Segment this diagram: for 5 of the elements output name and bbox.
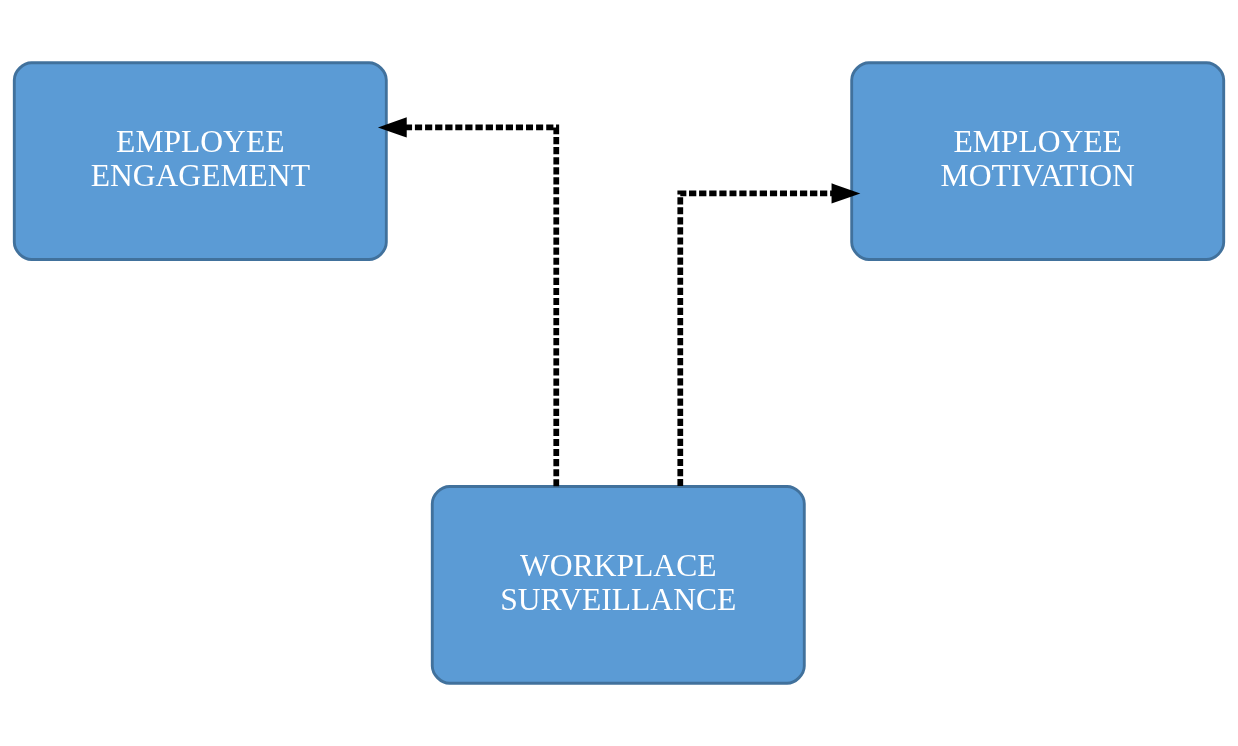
node-box: EMPLOYEE ENGAGEMENT — [12, 61, 388, 261]
arrow — [377, 117, 560, 487]
arrow — [677, 183, 861, 487]
node-box: WORKPLACE SURVEILLANCE — [430, 485, 806, 685]
node-box: EMPLOYEE MOTIVATION — [850, 61, 1226, 261]
